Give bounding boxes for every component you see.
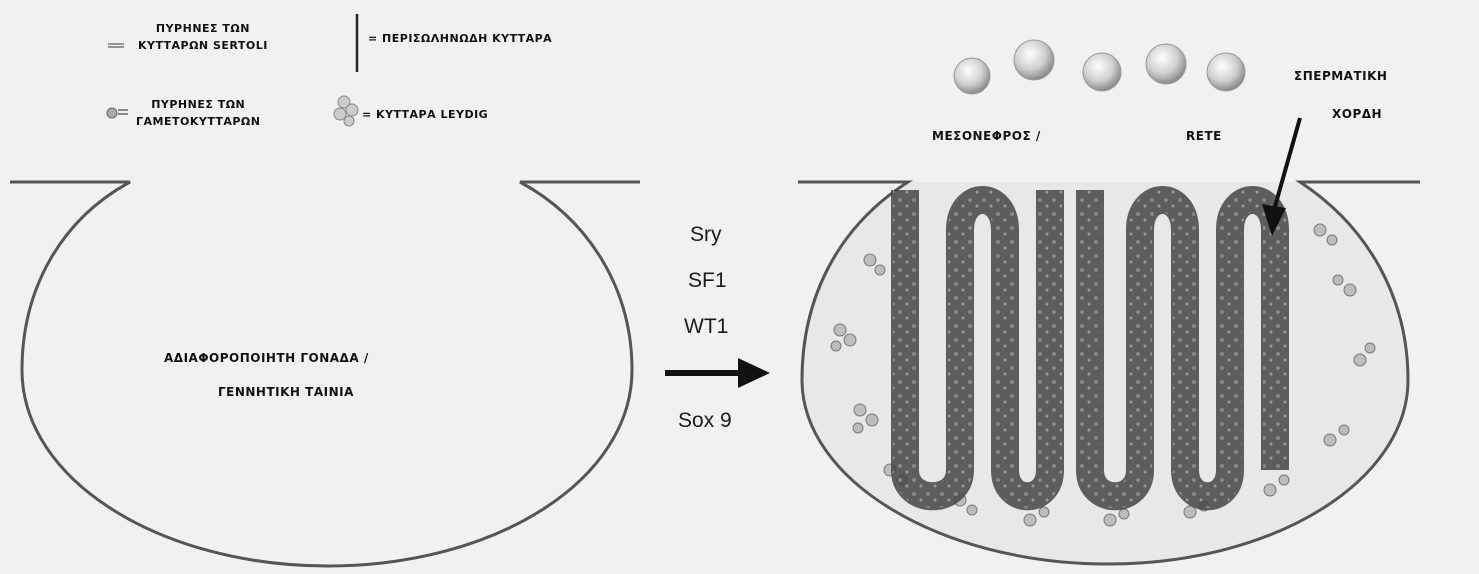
- spermatic-cord-label-line2: ΧΟΡΔΗ: [1332, 106, 1382, 123]
- mesonephros-cells: [954, 40, 1245, 94]
- gonad-label-line2: ΓΕΝΝΗΤΙΚΗ ΤΑΙΝΙΑ: [218, 384, 354, 401]
- gene-sf1: SF1: [688, 268, 727, 294]
- gonad-label-line1: ΑΔΙΑΦΟΡΟΠΟΙΗΤΗ ΓΟΝΑΔΑ /: [164, 350, 369, 367]
- rete-label: RETE: [1186, 128, 1222, 145]
- mesonephros-label: ΜΕΣΟΝΕΦΡΟΣ /: [932, 128, 1041, 145]
- testis-gonad: [798, 182, 1420, 564]
- undifferentiated-gonad: [10, 182, 640, 566]
- legend-germ-label: ΠΥΡΗΝΕΣ ΤΩΝ ΓΑΜΕΤΟΚΥΤΤΑΡΩΝ: [136, 96, 260, 130]
- spermatic-cord-label-line1: ΣΠΕΡΜΑΤΙΚΗ: [1294, 68, 1387, 85]
- legend-sertoli-label: ΠΥΡΗΝΕΣ ΤΩΝ ΚΥΤΤΑΡΩΝ SERTOLI: [138, 20, 268, 54]
- legend-leydig-label: = ΚΥΤΤΑΡΑ LEYDIG: [362, 106, 488, 123]
- legend-germ-symbol: [107, 108, 128, 118]
- legend-sertoli-symbol: [108, 44, 124, 47]
- legend-leydig-symbol: [334, 96, 358, 126]
- legend-peritubular-label: = ΠΕΡΙΣΩΛΗΝΩΔΗ ΚΥΤΤΑΡΑ: [368, 30, 552, 47]
- gene-sry: Sry: [690, 222, 722, 248]
- seminiferous-cords: [905, 190, 1275, 496]
- gene-wt1: WT1: [684, 314, 728, 340]
- differentiation-arrow: [665, 358, 770, 388]
- gene-sox9: Sox 9: [678, 408, 732, 434]
